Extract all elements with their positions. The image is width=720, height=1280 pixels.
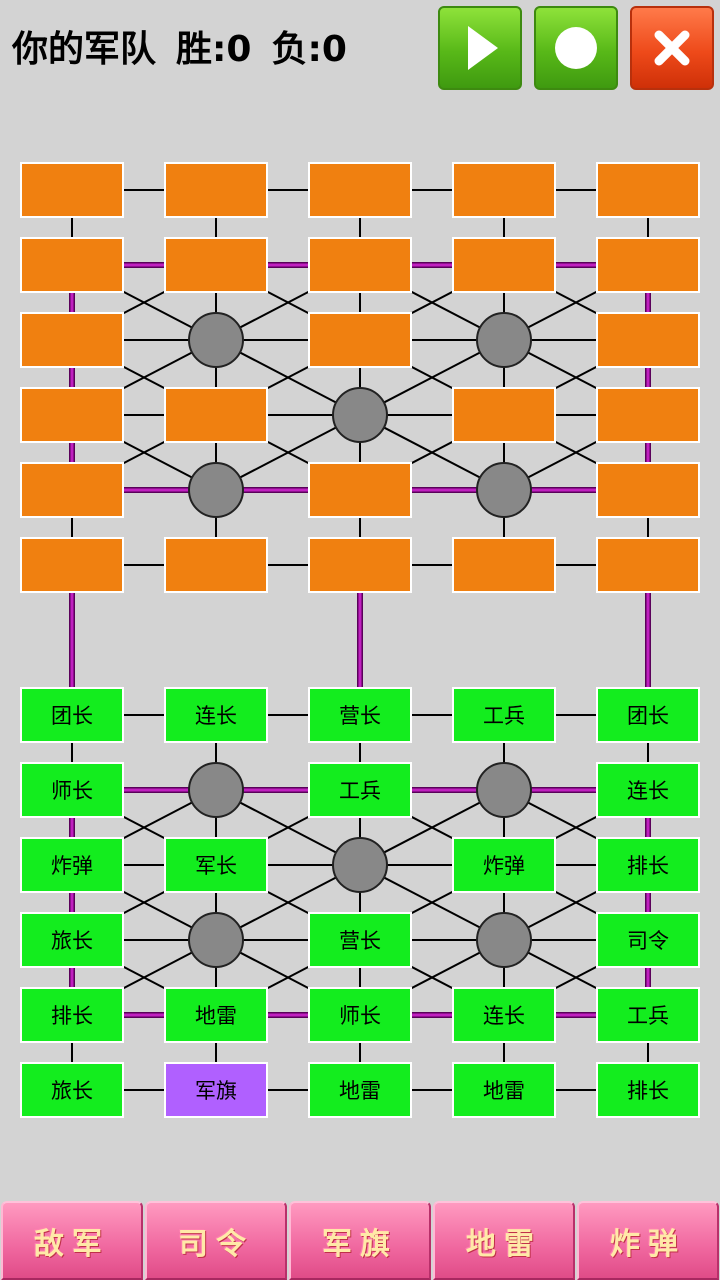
own-piece[interactable]: 排长 — [20, 987, 124, 1043]
losses-label: 负: — [271, 29, 322, 70]
wins-count: 0 — [226, 29, 252, 70]
enemy-piece[interactable] — [308, 537, 412, 593]
enemy-piece[interactable] — [20, 162, 124, 218]
play-button[interactable] — [438, 6, 522, 90]
camp-circle[interactable] — [476, 762, 532, 818]
close-button[interactable] — [630, 6, 714, 90]
own-piece[interactable]: 排长 — [596, 837, 700, 893]
enemy-piece[interactable] — [452, 237, 556, 293]
camp-circle[interactable] — [476, 312, 532, 368]
own-piece[interactable]: 连长 — [596, 762, 700, 818]
enemy-piece[interactable] — [20, 462, 124, 518]
enemy-piece[interactable] — [308, 237, 412, 293]
own-piece[interactable]: 团长 — [20, 687, 124, 743]
own-piece[interactable]: 连长 — [452, 987, 556, 1043]
wins-label: 胜: — [176, 29, 227, 70]
own-piece[interactable]: 炸弹 — [20, 837, 124, 893]
enemy-piece[interactable] — [20, 387, 124, 443]
record-button[interactable] — [534, 6, 618, 90]
own-piece[interactable]: 军长 — [164, 837, 268, 893]
camp-circle[interactable] — [476, 912, 532, 968]
camp-circle[interactable] — [188, 462, 244, 518]
enemy-piece[interactable] — [308, 312, 412, 368]
enemy-piece[interactable] — [452, 162, 556, 218]
own-piece[interactable]: 工兵 — [452, 687, 556, 743]
own-piece[interactable]: 营长 — [308, 912, 412, 968]
losses-count: 0 — [321, 29, 347, 70]
own-piece[interactable]: 工兵 — [308, 762, 412, 818]
camp-circle[interactable] — [476, 462, 532, 518]
own-piece[interactable]: 工兵 — [596, 987, 700, 1043]
own-piece[interactable]: 司令 — [596, 912, 700, 968]
own-piece[interactable]: 旅长 — [20, 912, 124, 968]
own-piece[interactable]: 旅长 — [20, 1062, 124, 1118]
army-label: 你的军队 — [12, 29, 157, 70]
enemy-button[interactable]: 敌军 — [1, 1201, 143, 1280]
enemy-piece[interactable] — [164, 162, 268, 218]
enemy-piece[interactable] — [164, 387, 268, 443]
flag-button[interactable]: 军旗 — [289, 1201, 431, 1280]
own-piece[interactable]: 师长 — [20, 762, 124, 818]
camp-circle[interactable] — [332, 837, 388, 893]
enemy-piece[interactable] — [308, 462, 412, 518]
own-piece[interactable]: 地雷 — [308, 1062, 412, 1118]
camp-circle[interactable] — [188, 762, 244, 818]
enemy-piece[interactable] — [452, 387, 556, 443]
own-piece[interactable]: 团长 — [596, 687, 700, 743]
enemy-piece[interactable] — [596, 162, 700, 218]
enemy-piece[interactable] — [20, 537, 124, 593]
bomb-button[interactable]: 炸弹 — [577, 1201, 719, 1280]
camp-circle[interactable] — [188, 912, 244, 968]
enemy-piece[interactable] — [596, 462, 700, 518]
enemy-piece[interactable] — [20, 312, 124, 368]
enemy-piece[interactable] — [164, 537, 268, 593]
own-piece[interactable]: 军旗 — [164, 1062, 268, 1118]
enemy-piece[interactable] — [596, 537, 700, 593]
close-icon — [654, 30, 690, 66]
own-piece[interactable]: 营长 — [308, 687, 412, 743]
enemy-piece[interactable] — [596, 237, 700, 293]
enemy-piece[interactable] — [596, 387, 700, 443]
camp-circle[interactable] — [188, 312, 244, 368]
commander-button[interactable]: 司令 — [145, 1201, 287, 1280]
circle-icon — [555, 27, 597, 69]
enemy-piece[interactable] — [596, 312, 700, 368]
own-piece[interactable]: 师长 — [308, 987, 412, 1043]
own-piece[interactable]: 连长 — [164, 687, 268, 743]
own-piece[interactable]: 地雷 — [164, 987, 268, 1043]
play-icon — [468, 26, 498, 70]
own-piece[interactable]: 排长 — [596, 1062, 700, 1118]
camp-circle[interactable] — [332, 387, 388, 443]
own-piece[interactable]: 炸弹 — [452, 837, 556, 893]
enemy-piece[interactable] — [164, 237, 268, 293]
enemy-piece[interactable] — [452, 537, 556, 593]
own-piece[interactable]: 地雷 — [452, 1062, 556, 1118]
enemy-piece[interactable] — [308, 162, 412, 218]
enemy-piece[interactable] — [20, 237, 124, 293]
landmine-button[interactable]: 地雷 — [433, 1201, 575, 1280]
